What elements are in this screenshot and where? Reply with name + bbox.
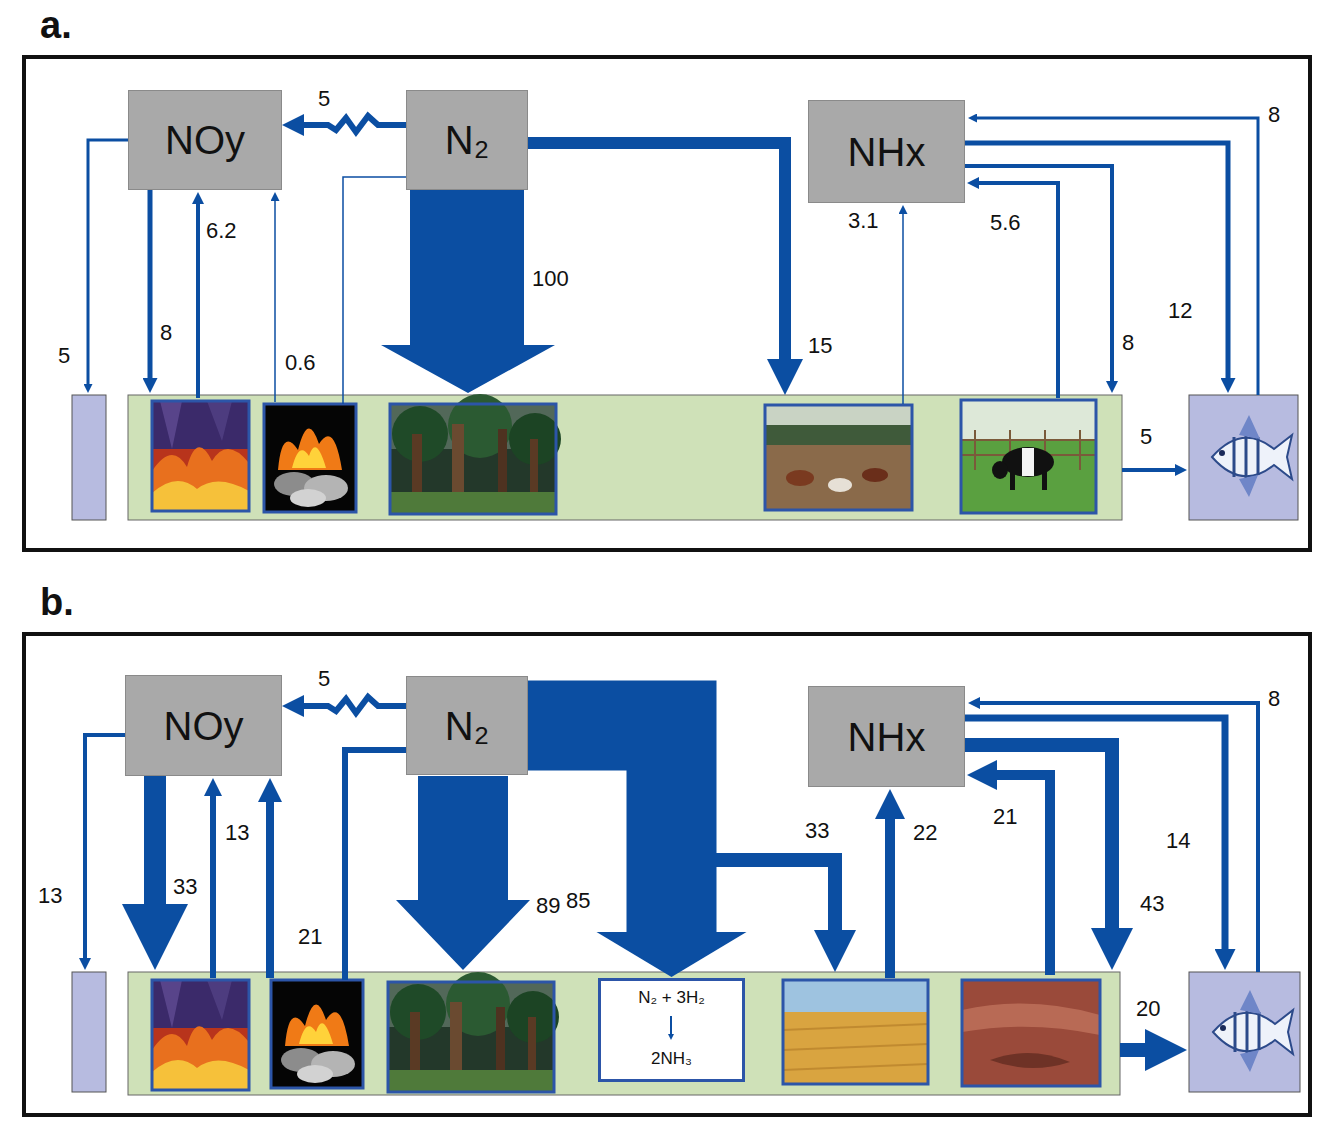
- arrow-shaft: [528, 726, 672, 935]
- flux-number: 21: [993, 806, 1017, 828]
- species-box: N₂: [406, 676, 528, 775]
- flux-number: 5.6: [990, 212, 1021, 234]
- flux-label: 85: [566, 890, 590, 912]
- flux-number: 14: [1166, 830, 1190, 852]
- flux-number: 89: [536, 895, 560, 917]
- species-box: N₂: [406, 90, 528, 190]
- flux-number: 8: [160, 322, 172, 344]
- flux-number: 33: [805, 820, 829, 842]
- flux-number: 5: [1140, 426, 1152, 448]
- flux-label: 5: [318, 88, 330, 110]
- arrow-head: [282, 114, 304, 136]
- flux-number: 6.2: [206, 220, 237, 242]
- reaction-text: N₂ + 3H₂: [638, 989, 705, 1008]
- panel-letter: b.: [40, 582, 74, 624]
- flow-arrow: [528, 726, 747, 978]
- flux-number: 20: [1136, 998, 1160, 1020]
- arrow-shaft: [304, 697, 406, 713]
- flux-label: 5: [318, 668, 330, 690]
- arrow-head: [597, 932, 747, 977]
- reaction-text: 2NH₃: [651, 1050, 692, 1069]
- flux-number: 8: [1268, 104, 1280, 126]
- flux-number: 5: [58, 345, 70, 367]
- flux-number: 12: [1168, 300, 1192, 322]
- species-label: NOy: [164, 704, 244, 748]
- species-label: N₂: [445, 118, 489, 162]
- flux-number: 15: [808, 335, 832, 357]
- flux-number: 100: [532, 268, 569, 290]
- flux-number: 13: [38, 885, 62, 907]
- flow-arrow: [282, 695, 406, 717]
- panel-letter: a.: [40, 5, 72, 47]
- flux-number: 0.6: [285, 352, 316, 374]
- species-label: NHx: [848, 715, 926, 759]
- process-box: N₂ + 3H₂ 2NH₃: [598, 978, 745, 1082]
- species-box: NHx: [808, 100, 965, 203]
- species-label: NHx: [848, 130, 926, 174]
- species-box: NHx: [808, 686, 965, 787]
- flux-number: 8: [1268, 688, 1280, 710]
- arrow-head: [282, 695, 304, 717]
- species-label: NOy: [165, 118, 245, 162]
- flux-number: 8: [1122, 332, 1134, 354]
- flux-number: 33: [173, 876, 197, 898]
- species-label: N₂: [445, 704, 489, 748]
- flow-arrow: [282, 114, 406, 136]
- flux-number: 22: [913, 822, 937, 844]
- flux-number: 13: [225, 822, 249, 844]
- species-box: NOy: [128, 90, 282, 190]
- panel-frame: NOyN₂NHxa.: [22, 55, 1312, 552]
- flux-number: 43: [1140, 893, 1164, 915]
- arrow-shaft: [304, 116, 406, 132]
- species-box: NOy: [125, 675, 282, 776]
- panel-frame: NOyN₂NHxN₂ + 3H₂2NH₃b.: [22, 632, 1312, 1117]
- flux-number: 21: [298, 926, 322, 948]
- flux-number: 3.1: [848, 210, 879, 232]
